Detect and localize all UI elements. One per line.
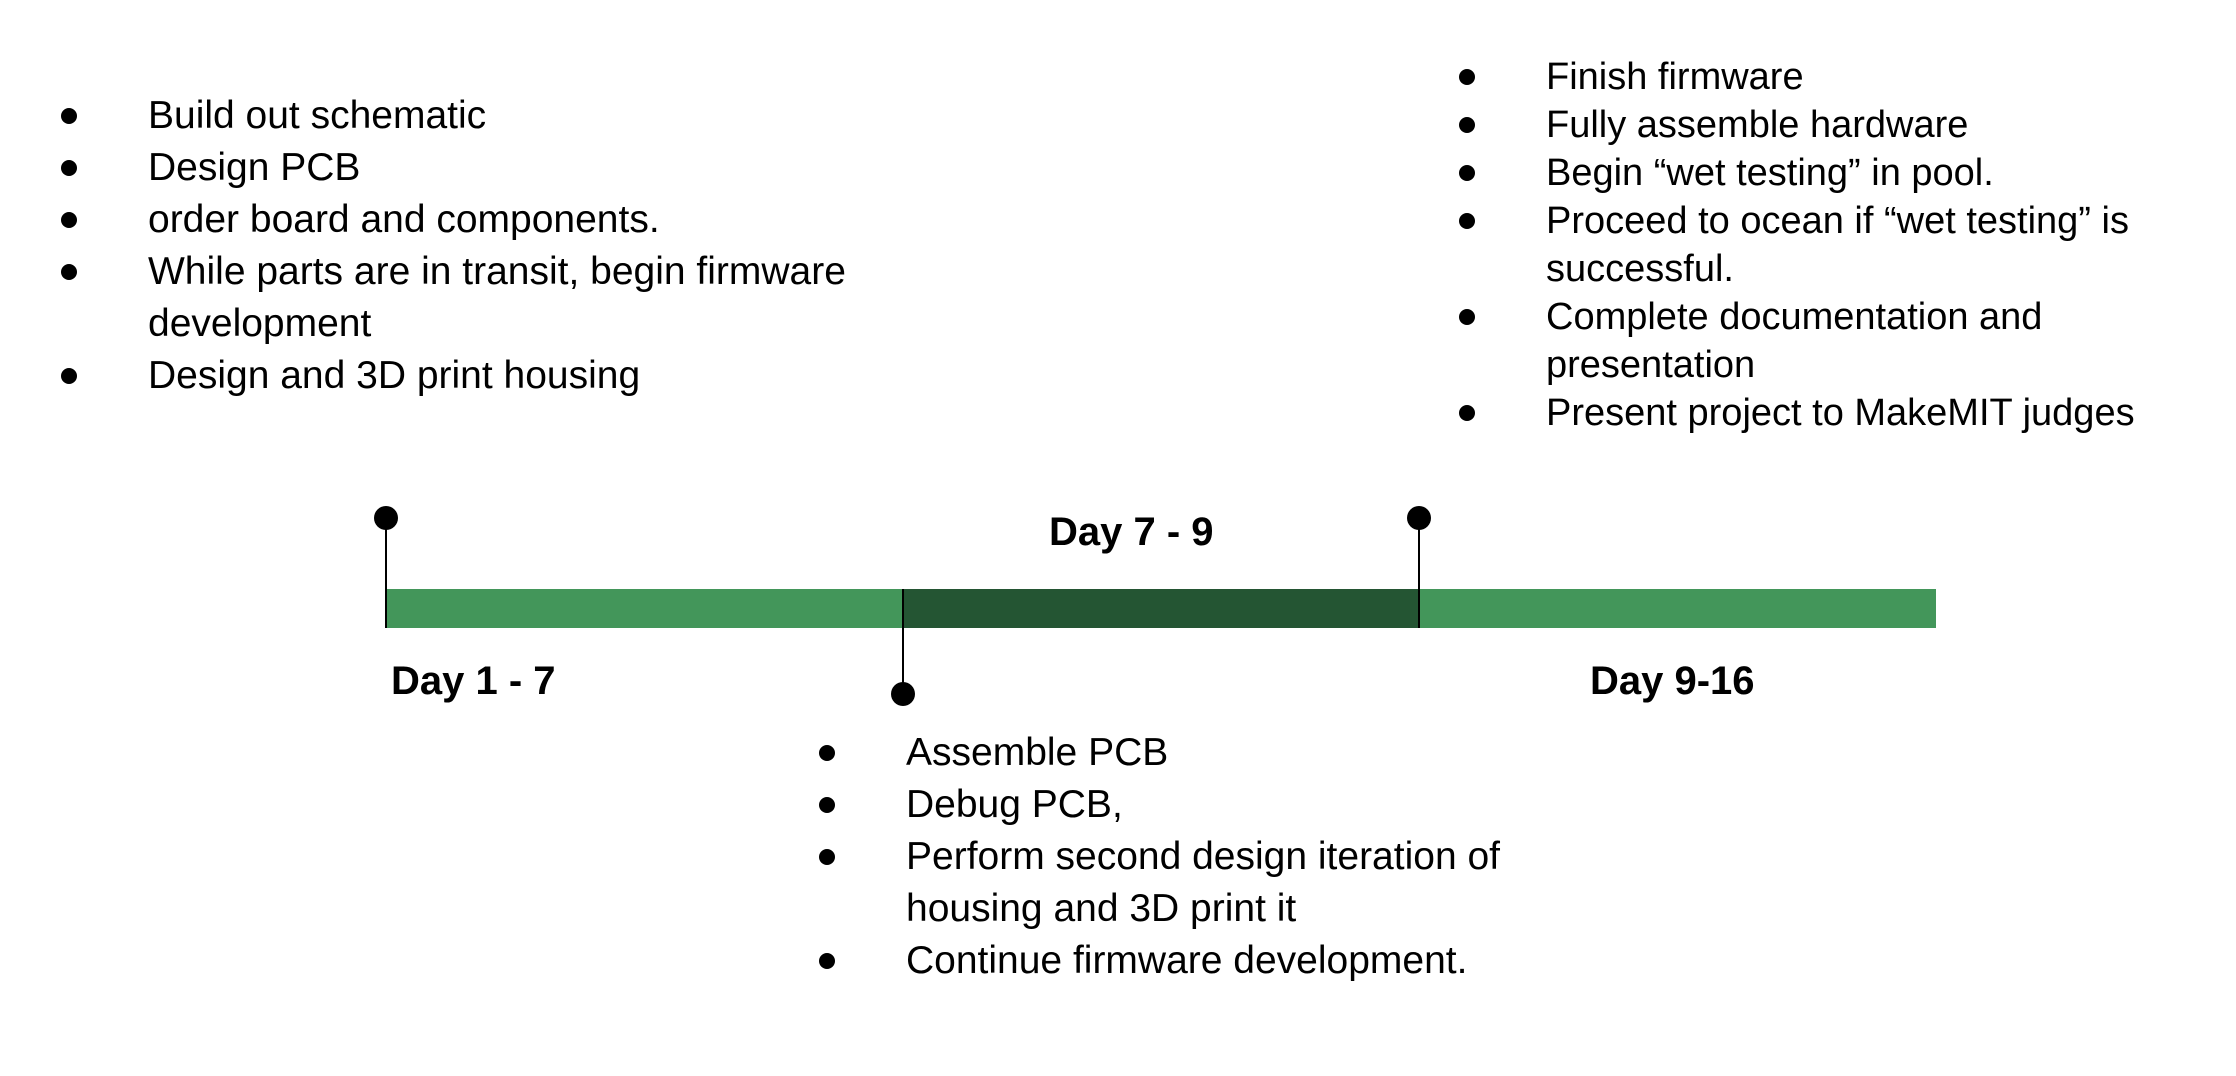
milestone-pin-mid-line [902, 589, 904, 692]
bullet-icon [61, 264, 77, 280]
day-label-phase3: Day 9-16 [1590, 659, 1755, 703]
bullet-icon [61, 160, 77, 176]
milestone-pin-start-line [385, 520, 387, 628]
list-item: Finish firmware [1456, 53, 2216, 101]
list-item: Complete documentation and presentation [1456, 293, 2106, 389]
day-label-phase1: Day 1 - 7 [391, 659, 556, 703]
milestone-pin-mid-icon [891, 682, 915, 706]
bullet-icon [1459, 405, 1475, 421]
list-item: Design and 3D print housing [58, 350, 958, 402]
bullet-icon [1459, 309, 1475, 325]
task-text: Design and 3D print housing [148, 354, 641, 397]
task-text: Perform second design iteration of housi… [906, 835, 1500, 930]
list-item: Debug PCB, [816, 779, 1576, 831]
phase3-task-list: Finish firmware Fully assemble hardware … [1456, 53, 2216, 437]
timeline-segment-day-7-9 [903, 589, 1419, 628]
task-text: Debug PCB, [906, 783, 1123, 826]
list-item: order board and components. [58, 194, 958, 246]
bullet-icon [819, 849, 835, 865]
list-item: Present project to MakeMIT judges [1456, 389, 2216, 437]
task-text: Assemble PCB [906, 731, 1169, 774]
list-item: While parts are in transit, begin firmwa… [58, 246, 908, 350]
timeline-segment-day-1-7 [385, 589, 903, 628]
task-text: Finish firmware [1546, 56, 1804, 98]
bullet-icon [61, 368, 77, 384]
task-text: Begin “wet testing” in pool. [1546, 152, 1994, 194]
task-text: Proceed to ocean if “wet testing” is suc… [1546, 200, 2129, 290]
day-label-phase2: Day 7 - 9 [1049, 510, 1214, 554]
list-item: Proceed to ocean if “wet testing” is suc… [1456, 197, 2146, 293]
bullet-icon [1459, 69, 1475, 85]
bullet-icon [819, 953, 835, 969]
task-text: Build out schematic [148, 94, 487, 137]
bullet-icon [819, 745, 835, 761]
task-text: Design PCB [148, 146, 361, 189]
bullet-icon [1459, 117, 1475, 133]
task-text: While parts are in transit, begin firmwa… [148, 250, 846, 345]
task-text: Continue firmware development. [906, 939, 1468, 982]
task-text: Complete documentation and presentation [1546, 296, 2043, 386]
milestone-pin-late-line [1418, 520, 1420, 628]
timeline-segment-day-9-16 [1419, 589, 1936, 628]
bullet-icon [1459, 165, 1475, 181]
phase1-task-list: Build out schematic Design PCB order boa… [58, 90, 958, 402]
list-item: Build out schematic [58, 90, 958, 142]
list-item: Fully assemble hardware [1456, 101, 2216, 149]
milestone-pin-late-icon [1407, 506, 1431, 530]
bullet-icon [1459, 213, 1475, 229]
list-item: Begin “wet testing” in pool. [1456, 149, 2216, 197]
list-item: Design PCB [58, 142, 958, 194]
bullet-icon [819, 797, 835, 813]
phase2-task-list: Assemble PCB Debug PCB, Perform second d… [816, 727, 1576, 987]
bullet-icon [61, 108, 77, 124]
bullet-icon [61, 212, 77, 228]
task-text: Fully assemble hardware [1546, 104, 1969, 146]
list-item: Perform second design iteration of housi… [816, 831, 1506, 935]
list-item: Continue firmware development. [816, 935, 1576, 987]
milestone-pin-start-icon [374, 506, 398, 530]
task-text: Present project to MakeMIT judges [1546, 392, 2135, 434]
list-item: Assemble PCB [816, 727, 1576, 779]
task-text: order board and components. [148, 198, 660, 241]
